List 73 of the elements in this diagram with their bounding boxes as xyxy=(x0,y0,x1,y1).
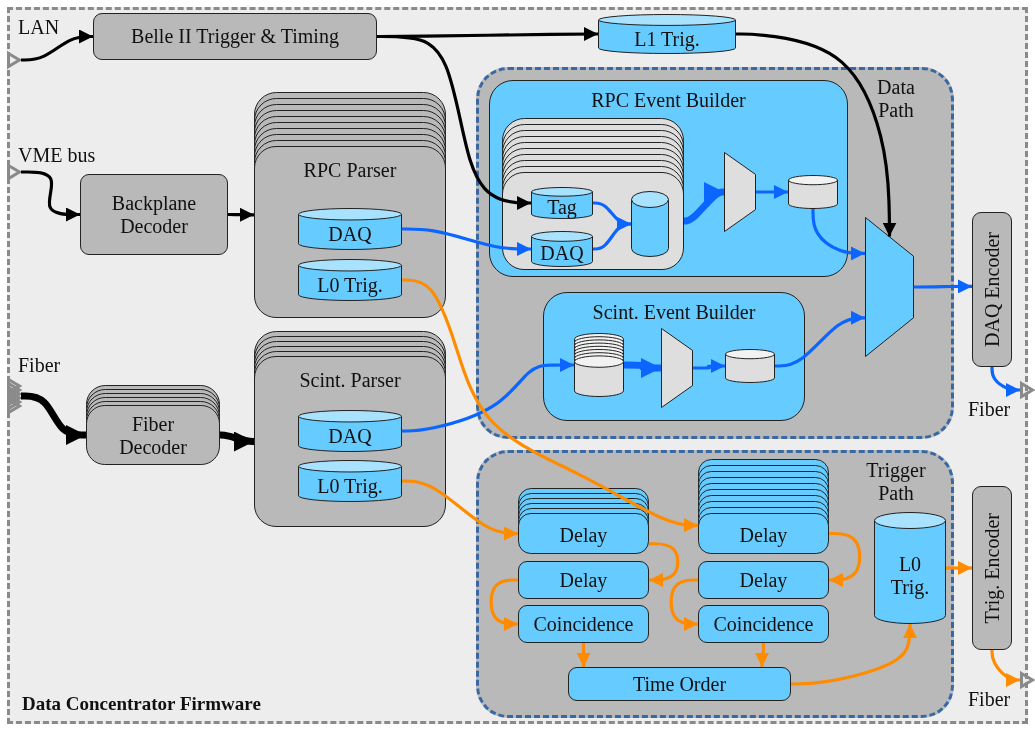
frame-label: Data Concentrator Firmware xyxy=(22,693,261,715)
process-box xyxy=(518,561,649,599)
process-box xyxy=(972,212,1012,367)
cylinder-label: DAQ xyxy=(328,425,372,449)
region-heading: Data Path xyxy=(876,76,916,122)
box-label: Coincidence xyxy=(713,612,814,636)
arrow xyxy=(946,561,972,575)
cylinder-label: DAQ xyxy=(540,242,584,266)
box-label: Fiber Decoder xyxy=(118,413,188,459)
box-label: Backplane Decoder xyxy=(110,191,198,238)
box-label: Delay xyxy=(559,568,608,592)
process-box xyxy=(698,605,829,643)
arrow xyxy=(624,358,661,378)
path-region xyxy=(476,67,954,439)
cylinder-label: L0 Trig. xyxy=(317,274,383,298)
arrow xyxy=(227,207,255,222)
arrow xyxy=(791,624,917,686)
cylinder-label: L0 Trig. xyxy=(317,475,383,499)
panel-heading: RPC Event Builder xyxy=(591,89,746,112)
process-box xyxy=(93,13,377,60)
cylinder-label: L1 Trig. xyxy=(634,27,700,51)
process-box xyxy=(972,486,1012,650)
arrow xyxy=(489,578,518,631)
process-box xyxy=(568,667,791,701)
port-label: VME bus xyxy=(18,144,96,167)
box-label: Time Order xyxy=(632,672,727,696)
arrow xyxy=(914,279,972,294)
box-label: Coincidence xyxy=(533,612,634,636)
box-label: Delay xyxy=(739,523,788,546)
region-heading: Trigger Path xyxy=(865,459,927,505)
port-label: LAN xyxy=(18,16,60,39)
arrow xyxy=(217,431,257,452)
arrow xyxy=(649,542,680,587)
arrow xyxy=(990,367,1020,397)
path-region xyxy=(476,450,954,718)
arrow xyxy=(990,650,1020,687)
arrow xyxy=(402,479,518,541)
box-label: Delay xyxy=(739,568,788,592)
process-box xyxy=(80,174,228,255)
arrow xyxy=(736,32,897,237)
arrow xyxy=(829,531,862,587)
arrow xyxy=(669,578,698,631)
arrow xyxy=(21,170,80,222)
arrow xyxy=(402,358,574,433)
box-label: Belle II Trigger & Timing xyxy=(131,25,339,48)
arrow xyxy=(402,278,698,533)
arrow xyxy=(756,185,788,199)
process-box xyxy=(518,605,649,643)
box-label: DAQ Encoder xyxy=(980,232,1004,347)
arrow xyxy=(693,359,725,373)
builder-panel xyxy=(543,292,805,421)
port-label: Fiber xyxy=(18,354,61,377)
arrow xyxy=(576,643,591,667)
arrow xyxy=(402,227,531,256)
builder-panel xyxy=(489,80,848,277)
arrow xyxy=(755,643,769,667)
cylinder-label: Tag xyxy=(547,195,577,219)
process-box xyxy=(698,561,829,599)
arrow xyxy=(593,217,631,251)
arrow xyxy=(21,29,93,62)
cylinder-label: L0 Trig. xyxy=(889,553,931,599)
arrow xyxy=(811,209,865,261)
panel-heading: Scint. Event Builder xyxy=(592,301,756,324)
port-label: Fiber xyxy=(968,398,1011,421)
box-label: Delay xyxy=(559,523,608,546)
arrow xyxy=(377,34,531,210)
panel-heading: RPC Parser xyxy=(303,159,397,182)
arrow xyxy=(775,310,865,368)
arrow xyxy=(681,182,727,225)
box-label: Trig. Encoder xyxy=(980,512,1004,624)
port-label: Fiber xyxy=(968,688,1011,711)
panel-heading: Scint. Parser xyxy=(299,369,401,392)
cylinder-label: DAQ xyxy=(328,223,372,247)
